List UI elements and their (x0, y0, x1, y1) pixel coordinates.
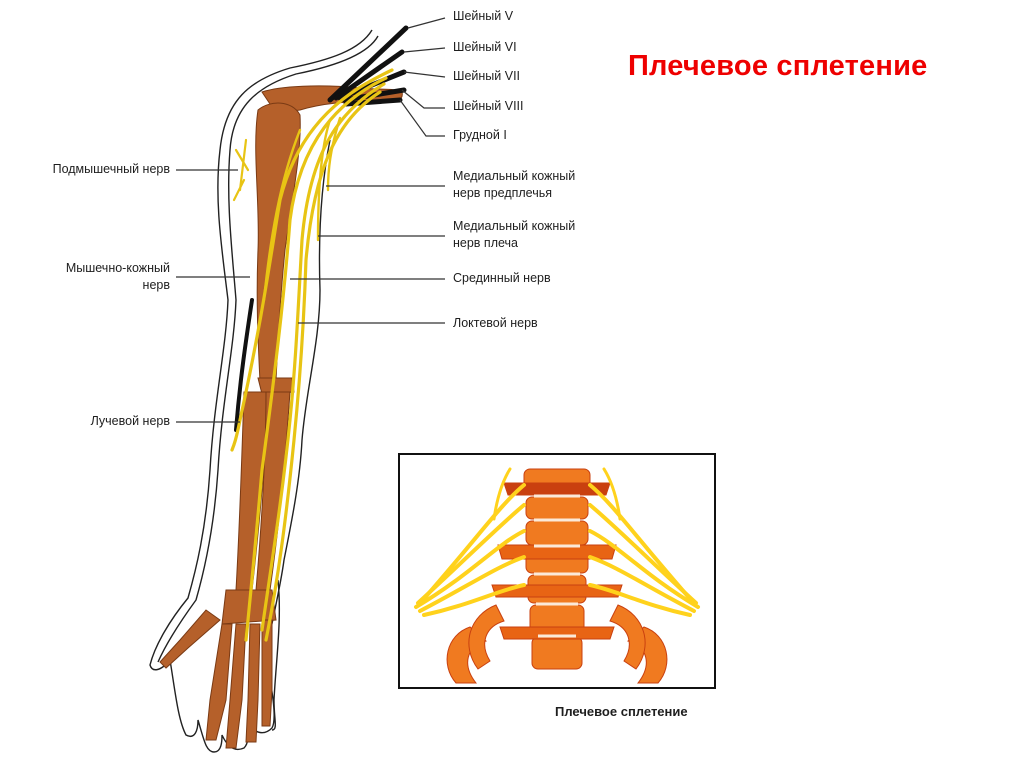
label-line: нерв (142, 278, 170, 292)
bones (159, 85, 403, 749)
plexus-nerves-right (588, 467, 700, 617)
inset-caption: Плечевое сплетение (555, 704, 688, 719)
plexus-nerves-left (414, 467, 526, 617)
intervertebral-discs (534, 494, 580, 638)
label-radial-nerve: Лучевой нерв (90, 414, 170, 428)
label-medial-cutaneous-forearm: Медиальный кожный нерв предплечья (453, 168, 575, 202)
label-line: Медиальный кожный (453, 219, 576, 233)
label-medial-cutaneous-arm: Медиальный кожный нерв плеча (453, 218, 575, 252)
label-musculocutaneous-nerve: Мышечно-кожный нерв (0, 260, 170, 294)
label-ulnar-nerve: Локтевой нерв (453, 316, 538, 330)
label-line: нерв плеча (453, 236, 518, 250)
label-line: нерв предплечья (453, 186, 553, 200)
nerves (230, 68, 394, 642)
label-thoracic-i: Грудной I (453, 128, 507, 142)
label-line: Медиальный кожный (453, 169, 576, 183)
label-cervical-vii: Шейный VII (453, 69, 521, 83)
brachial-plexus-inset (398, 453, 716, 689)
label-median-nerve: Срединный нерв (453, 271, 551, 285)
slide-title: Плечевое сплетение (628, 50, 928, 82)
label-cervical-viii: Шейный VIII (453, 99, 524, 113)
label-cervical-v: Шейный V (453, 9, 514, 23)
label-cervical-vi: Шейный VI (453, 40, 517, 54)
leader-lines (176, 17, 446, 423)
spine-plexus-illustration (414, 467, 700, 684)
label-axillary-nerve: Подмышечный нерв (52, 162, 170, 176)
arm-outline (149, 29, 379, 753)
label-line: Мышечно-кожный (65, 261, 170, 275)
